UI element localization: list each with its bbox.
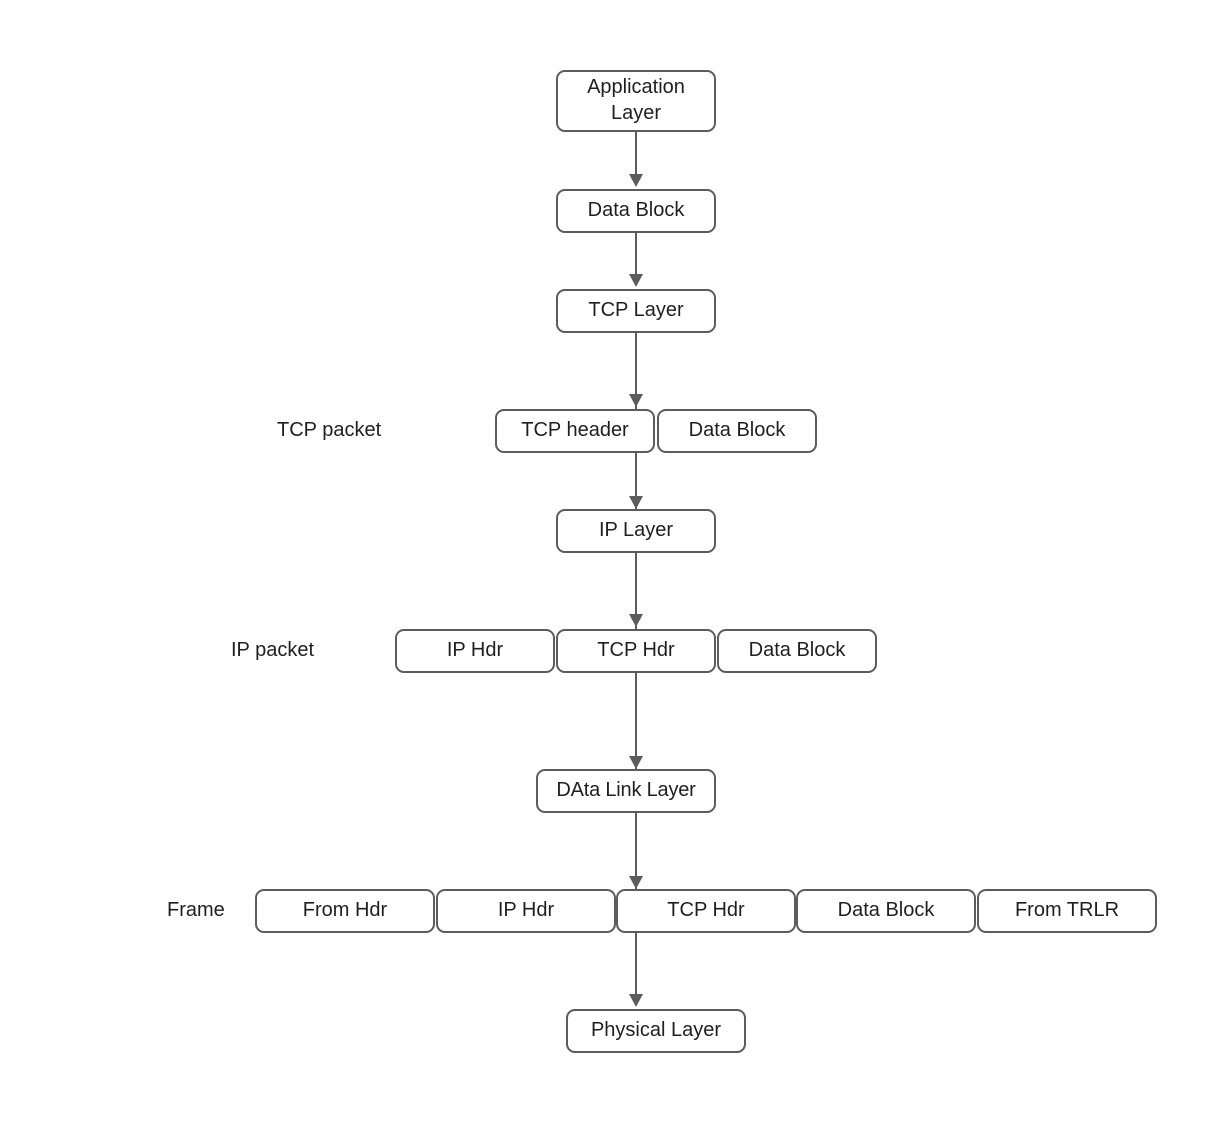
arrow-ip-packet-to-data-link-layer	[635, 673, 637, 769]
arrow-head-ip-layer-to-ip-packet	[629, 614, 643, 627]
frame-cell-from-hdr[interactable]: From Hdr	[255, 889, 435, 933]
ip-packet-cell-ip-hdr[interactable]: IP Hdr	[395, 629, 555, 673]
node-data-link-layer[interactable]: DAta Link Layer	[536, 769, 716, 813]
arrow-tcp-layer-to-tcp-packet	[635, 333, 637, 417]
frame-cell-from-trlr[interactable]: From TRLR	[977, 889, 1157, 933]
arrow-head-data-link-layer-to-frame	[629, 876, 643, 889]
node-tcp-layer[interactable]: TCP Layer	[556, 289, 716, 333]
tcp-packet-cell-data-block[interactable]: Data Block	[657, 409, 817, 453]
arrow-data-link-layer-to-frame	[635, 813, 637, 889]
arrow-data-block-to-tcp-layer	[635, 233, 637, 277]
arrow-tcp-packet-to-ip-layer	[635, 453, 637, 509]
ip-packet-cell-tcp-hdr[interactable]: TCP Hdr	[556, 629, 716, 673]
arrow-head-tcp-packet-to-ip-layer	[629, 496, 643, 509]
arrow-application-to-data-block	[635, 132, 637, 177]
arrow-head-tcp-layer-to-tcp-packet	[629, 394, 643, 407]
arrow-ip-layer-to-ip-packet	[635, 553, 637, 637]
frame-cell-ip-hdr[interactable]: IP Hdr	[436, 889, 616, 933]
arrow-head-application-to-data-block	[629, 174, 643, 187]
frame-cell-tcp-hdr[interactable]: TCP Hdr	[616, 889, 796, 933]
node-application-layer[interactable]: Application Layer	[556, 70, 716, 132]
arrow-frame-to-physical-layer	[635, 933, 637, 997]
node-data-block[interactable]: Data Block	[556, 189, 716, 233]
ip-packet-cell-data-block[interactable]: Data Block	[717, 629, 877, 673]
node-ip-layer[interactable]: IP Layer	[556, 509, 716, 553]
arrow-head-ip-packet-to-data-link-layer	[629, 756, 643, 769]
frame-cell-data-block[interactable]: Data Block	[796, 889, 976, 933]
arrow-head-frame-to-physical-layer	[629, 994, 643, 1007]
label-tcp-packet: TCP packet	[277, 418, 382, 441]
label-ip-packet: IP packet	[231, 638, 315, 661]
node-physical-layer[interactable]: Physical Layer	[566, 1009, 746, 1053]
arrow-head-data-block-to-tcp-layer	[629, 274, 643, 287]
label-frame: Frame	[167, 898, 225, 921]
tcp-packet-cell-tcp-header[interactable]: TCP header	[495, 409, 655, 453]
